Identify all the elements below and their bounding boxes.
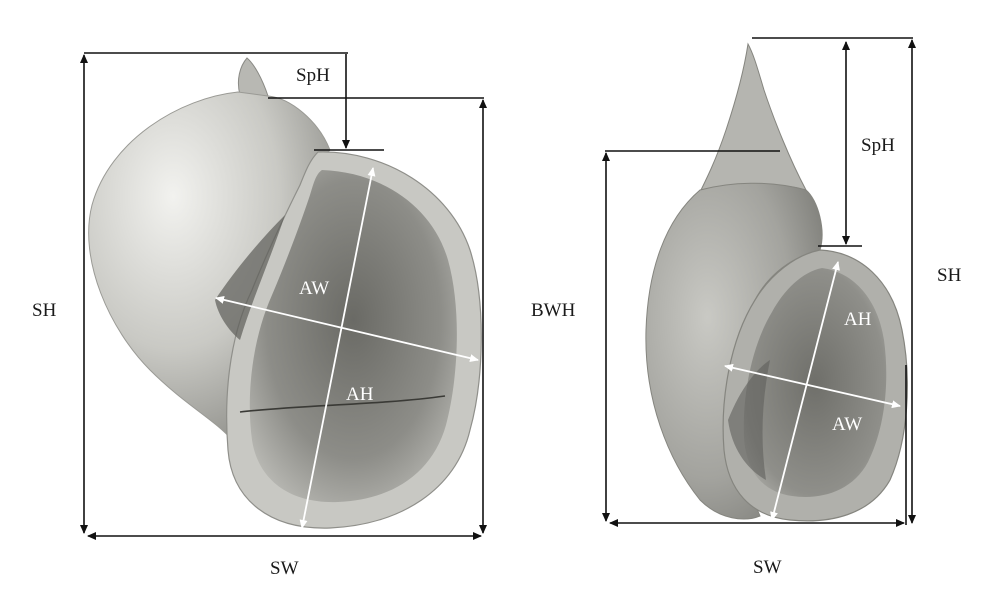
left-sw-label: SW	[270, 558, 299, 579]
left-sph-label: SpH	[296, 65, 330, 86]
left-shell	[89, 58, 482, 528]
right-aw-label: AW	[832, 414, 862, 435]
right-sph-label: SpH	[861, 135, 895, 156]
left-sh-label: SH	[32, 300, 57, 321]
right-ah-label: AH	[844, 309, 872, 330]
right-sh-label: SH	[937, 265, 962, 286]
right-shell-spire	[698, 44, 806, 196]
left-aw-label: AW	[299, 278, 329, 299]
left-ah-label: AH	[346, 384, 374, 405]
right-sw-label: SW	[753, 557, 782, 578]
right-bwh-label: BWH	[531, 300, 576, 321]
left-shell-spire	[238, 58, 268, 96]
right-shell	[646, 44, 907, 521]
